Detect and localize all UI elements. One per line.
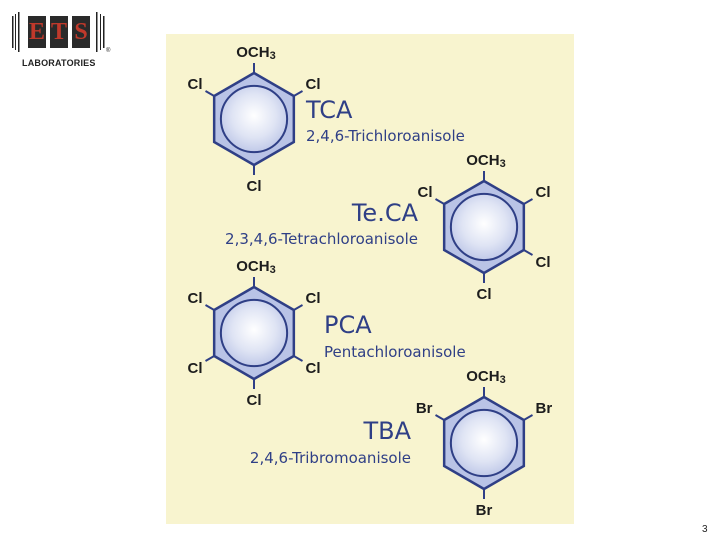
aromatic-circle: [219, 298, 289, 368]
registered-mark: ®: [106, 48, 111, 54]
logo-letters: E T S: [28, 16, 90, 50]
bond-upper-left: [435, 414, 445, 421]
bond-lower-right: [293, 355, 303, 362]
molecule-abbreviation: TBA: [362, 417, 411, 445]
substituent-upper-right: Cl: [305, 290, 320, 307]
substituent-bottom: Br: [476, 502, 493, 519]
bond-lower-left: [205, 355, 215, 362]
molecule-abbreviation: TCA: [305, 96, 353, 124]
substituent-upper-left: Cl: [188, 290, 203, 307]
molecule-abbreviation: PCA: [324, 311, 372, 339]
logo-letter-e: E: [28, 16, 46, 48]
substituent-upper-left: Cl: [188, 76, 203, 93]
substituent-upper-right: Cl: [535, 184, 550, 201]
aromatic-circle: [449, 408, 519, 478]
bond-upper-right: [293, 90, 303, 97]
molecule-abbreviation: Te.CA: [351, 199, 419, 227]
bond-upper-left: [205, 304, 215, 311]
substituent-upper-left: Br: [416, 400, 433, 417]
substituent-bottom: Cl: [247, 392, 262, 409]
molecule-full-name: 2,4,6-Tribromoanisole: [250, 449, 411, 467]
bond-upper-left: [435, 198, 445, 205]
aromatic-circle: [449, 192, 519, 262]
molecule-full-name: Pentachloroanisole: [324, 343, 466, 361]
substituent-bottom: Cl: [247, 178, 262, 195]
substituent-lower-right: Cl: [305, 360, 320, 377]
logo-letter-s: S: [72, 16, 90, 48]
substituent-lower-left: Cl: [188, 360, 203, 377]
substituent-upper-left: Cl: [418, 184, 433, 201]
substituent-upper-right: Cl: [305, 76, 320, 93]
bond-upper-right: [523, 198, 533, 205]
substituent-top: OCH3: [236, 258, 275, 276]
substituent-bottom: Cl: [477, 286, 492, 303]
page-number: 3: [702, 524, 708, 535]
logo-letter-t: T: [50, 16, 68, 48]
bond-lower-right: [523, 249, 533, 256]
substituent-lower-right: Cl: [535, 254, 550, 271]
substituent-upper-right: Br: [535, 400, 552, 417]
aromatic-circle: [219, 84, 289, 154]
molecule-full-name: 2,3,4,6-Tetrachloroanisole: [225, 230, 418, 248]
bond-upper-left: [205, 90, 215, 97]
logo-subtitle: LABORATORIES: [22, 58, 96, 68]
substituent-top: OCH3: [466, 152, 505, 170]
logo-bars-graphic: [12, 12, 105, 52]
ets-logo: E T S ® LABORATORIES: [10, 8, 110, 72]
substituent-top: OCH3: [236, 44, 275, 62]
bond-upper-right: [523, 414, 533, 421]
bond-upper-right: [293, 304, 303, 311]
substituent-top: OCH3: [466, 368, 505, 386]
molecule-full-name: 2,4,6-Trichloroanisole: [306, 127, 465, 145]
